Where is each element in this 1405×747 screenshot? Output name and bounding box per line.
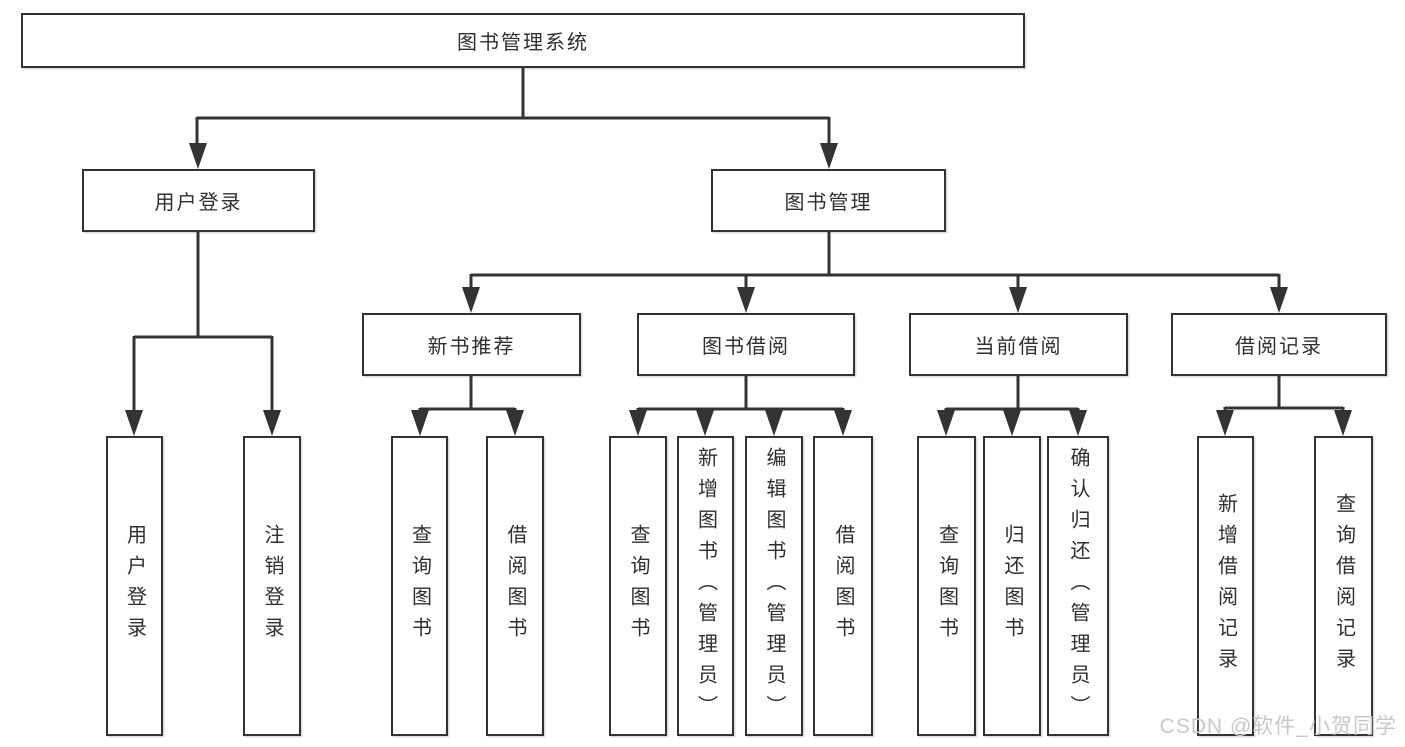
leaf-add-book-admin: 新增图书（管理员） bbox=[677, 436, 734, 736]
node-borrow-record: 借阅记录 bbox=[1171, 313, 1387, 376]
node-current-borrow: 当前借阅 bbox=[909, 313, 1128, 376]
leaf-query-book-3: 查询图书 bbox=[917, 436, 976, 736]
leaf-edit-book-admin: 编辑图书（管理员） bbox=[745, 436, 803, 736]
leaf-borrow-book-2: 借阅图书 bbox=[813, 436, 873, 736]
node-user-login: 用户登录 bbox=[82, 169, 315, 232]
csdn-watermark: CSDN @软件_小贺同学 bbox=[1159, 715, 1397, 738]
node-root-system: 图书管理系统 bbox=[21, 13, 1025, 68]
leaf-query-borrow-record: 查询借阅记录 bbox=[1314, 436, 1373, 736]
arrowheads bbox=[125, 143, 1352, 436]
node-book-management: 图书管理 bbox=[711, 169, 946, 232]
leaf-query-book-1: 查询图书 bbox=[391, 436, 448, 736]
leaf-borrow-book-1: 借阅图书 bbox=[486, 436, 544, 736]
leaf-add-borrow-record: 新增借阅记录 bbox=[1197, 436, 1254, 736]
leaf-user-login: 用户登录 bbox=[106, 436, 163, 736]
leaf-query-book-2: 查询图书 bbox=[609, 436, 667, 736]
leaf-return-book: 归还图书 bbox=[983, 436, 1041, 736]
node-book-borrow: 图书借阅 bbox=[637, 313, 855, 376]
leaf-confirm-return-admin: 确认归还（管理员） bbox=[1047, 436, 1109, 736]
leaf-logout: 注销登录 bbox=[243, 436, 301, 736]
node-new-book-recommend: 新书推荐 bbox=[362, 313, 581, 376]
